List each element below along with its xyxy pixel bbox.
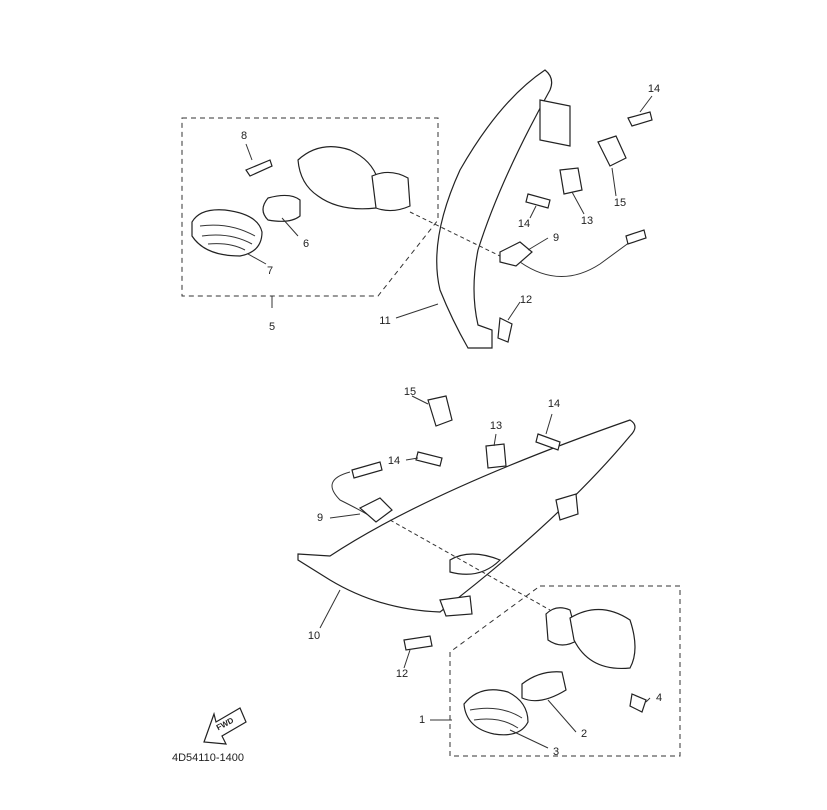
plate-part-9 [499,241,533,267]
screw-part-4 [629,693,647,713]
callout-9: 9 [552,232,560,244]
diagram-code: 4D54110-1400 [172,752,244,764]
lens-part-3 [463,689,529,736]
callout-14: 14 [547,398,561,410]
callout-12: 12 [395,668,409,680]
bulb-part-6 [262,194,301,222]
plate-part-9 [358,497,393,523]
callout-7: 7 [266,265,274,277]
screw-part-14 [525,193,551,209]
callout-11: 11 [379,315,391,327]
callout-8: 8 [240,130,248,142]
callout-13: 13 [580,215,594,227]
screw-part-14 [415,451,443,467]
flasher-housing [297,146,379,210]
damper-part-13 [485,443,507,469]
callout-9: 9 [316,512,324,524]
callout-4: 4 [655,692,663,704]
callout-1: 1 [418,714,426,726]
callout-14: 14 [647,83,661,95]
callout-15: 15 [613,197,627,209]
callout-2: 2 [580,728,588,740]
callout-13: 13 [489,420,503,432]
lens-part-7 [191,209,263,257]
screw-part-14 [627,111,653,127]
callout-15: 15 [403,386,417,398]
clip-part-15 [597,135,627,167]
callout-5: 5 [268,321,276,333]
callout-12: 12 [519,294,533,306]
bulb-part-2 [521,671,567,702]
rear-flasher-group-box [449,585,681,757]
callout-10: 10 [307,630,321,642]
forward-arrow-icon [203,707,247,745]
callout-6: 6 [302,238,310,250]
callout-3: 3 [552,746,560,758]
callout-14: 14 [387,455,401,467]
front-left-flasher-group-box [181,117,439,297]
callout-14: 14 [517,218,531,230]
screw-part-8 [245,159,273,177]
side-cover-part-10 [297,419,636,613]
screw-part-14 [535,433,561,451]
bolt-part-12 [403,635,433,651]
damper-part-13 [559,167,583,195]
bolt-part-12 [497,317,513,343]
flasher-stay-part-11 [436,69,553,349]
clip-part-15 [427,395,453,427]
